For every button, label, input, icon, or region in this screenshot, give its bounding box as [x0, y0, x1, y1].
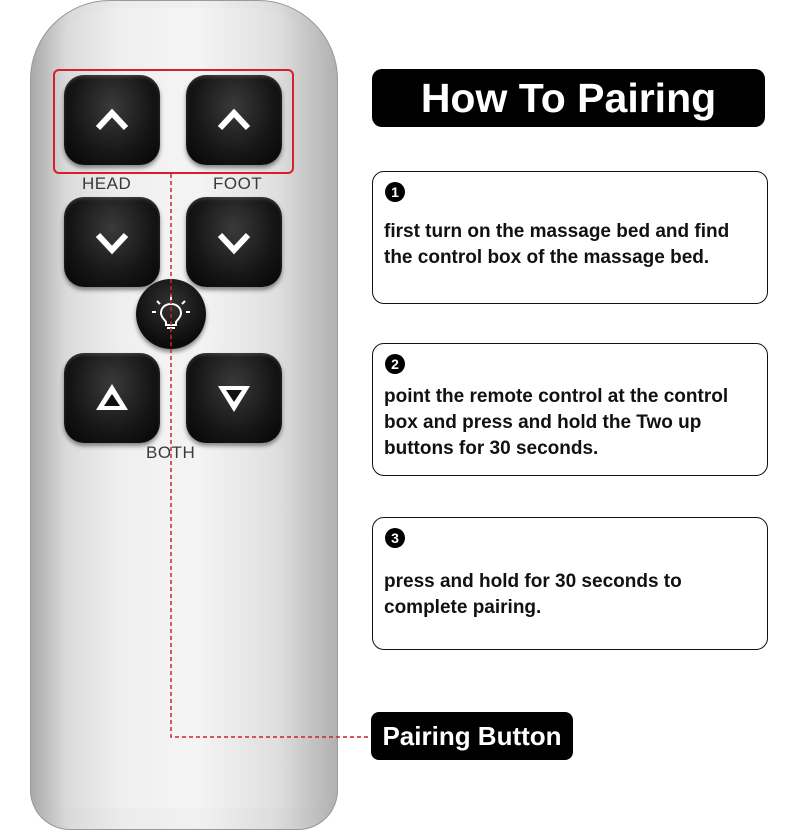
both-up-button[interactable]: [64, 353, 160, 443]
head-down-button[interactable]: [64, 197, 160, 287]
foot-down-button[interactable]: [186, 197, 282, 287]
step-1-box: 1 first turn on the massage bed and find…: [372, 171, 768, 304]
step-number-badge: 3: [385, 528, 405, 548]
step-3-box: 3 press and hold for 30 seconds to compl…: [372, 517, 768, 650]
head-up-button[interactable]: [64, 75, 160, 165]
both-label: BOTH: [146, 443, 196, 462]
chevron-down-icon: [95, 232, 129, 255]
step-2-box: 2 point the remote control at the contro…: [372, 343, 768, 476]
step-number-badge: 2: [385, 354, 405, 374]
step-1-text: first turn on the massage bed and find t…: [384, 221, 730, 268]
foot-label: FOOT: [213, 174, 263, 193]
page-title: How To Pairing: [372, 69, 765, 127]
step-2-text: point the remote control at the control …: [384, 386, 729, 459]
chevron-up-icon: [217, 108, 251, 131]
pairing-button-label: Pairing Button: [371, 712, 573, 760]
triangle-up-icon: [96, 384, 128, 410]
triangle-down-icon: [218, 386, 250, 412]
foot-up-button[interactable]: [186, 75, 282, 165]
both-down-button[interactable]: [186, 353, 282, 443]
light-button[interactable]: [136, 279, 206, 349]
chevron-up-icon: [95, 108, 129, 131]
light-bulb-icon: [152, 295, 190, 329]
head-label: HEAD: [82, 174, 132, 193]
chevron-down-icon: [217, 232, 251, 255]
step-3-text: press and hold for 30 seconds to complet…: [384, 571, 682, 618]
pairing-buttons-highlight: [53, 69, 294, 174]
step-number-badge: 1: [385, 182, 405, 202]
